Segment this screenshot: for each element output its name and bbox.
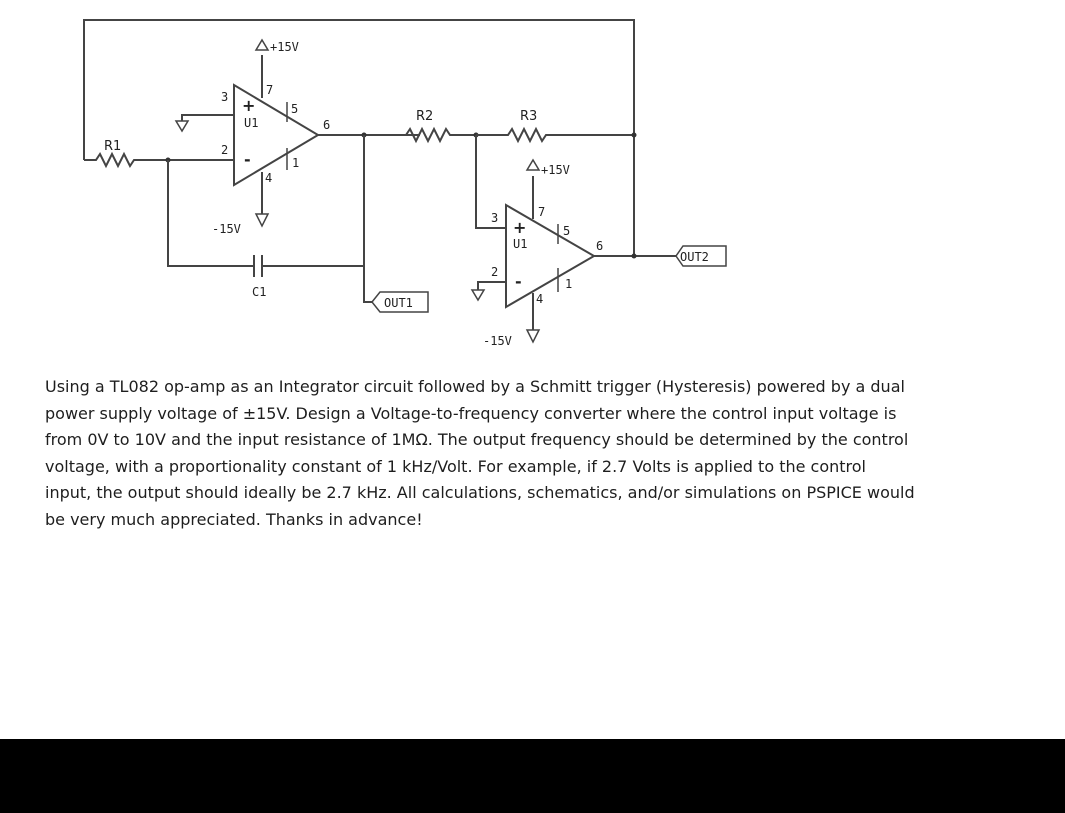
vneg-label-2: -15V: [483, 334, 512, 348]
r2-label: R2: [416, 109, 433, 124]
u1a-pin-3: 3: [221, 90, 228, 104]
u1b-pin-4: 4: [536, 292, 543, 306]
u1b-pin-5: 5: [563, 224, 570, 238]
out2-label: OUT2: [680, 250, 709, 264]
out1-port: [371, 291, 429, 313]
u1a-pin-4: 4: [265, 171, 272, 185]
resistor-r3: [476, 126, 634, 144]
vneg-label-1: -15V: [212, 222, 241, 236]
bottom-black-bar: [0, 739, 1065, 813]
vpos-label-2: +15V: [541, 163, 570, 177]
integrator-feedback-wire: [167, 160, 254, 267]
u1b-minus-sign: -: [515, 272, 522, 291]
resistor-r2: [405, 126, 476, 144]
out1-label: OUT1: [384, 296, 413, 310]
c1-label: C1: [252, 285, 266, 299]
feedback-wire: [83, 19, 635, 256]
r1-label: R1: [104, 139, 121, 154]
u1b-plus-sign: +: [513, 218, 526, 237]
r3-label: R3: [520, 109, 537, 124]
u1a-pin-6: 6: [323, 118, 330, 132]
ground-symbol-2: [470, 289, 486, 302]
capacitor-c1: [253, 255, 263, 277]
vneg-arrow-2: [525, 329, 541, 344]
vneg-arrow-1: [254, 213, 270, 228]
u1b-pin-7: 7: [538, 205, 545, 219]
vpos-label-1: +15V: [270, 40, 299, 54]
u1a-minus-sign: -: [244, 150, 251, 169]
question-text: Using a TL082 op-amp as an Integrator ci…: [45, 377, 915, 529]
u1a-label: U1: [244, 116, 258, 130]
u1a-pin-1: 1: [292, 156, 299, 170]
u1a-pin-7: 7: [266, 83, 273, 97]
u1a-pin-5: 5: [291, 102, 298, 116]
u1a-plus-sign: +: [242, 96, 255, 115]
vpos-arrow-1: [254, 38, 270, 51]
opamp-u1b: [505, 203, 596, 309]
u1a-pin-2: 2: [221, 143, 228, 157]
resistor-r1: [84, 151, 234, 169]
circuit-schematic: R1 C1 + - U1 3 2 7 5 6 1 4 +15V -15V R2 …: [83, 19, 727, 348]
vpos-arrow-2: [525, 158, 541, 171]
out2-port: [675, 245, 727, 267]
u1b-pin-2: 2: [491, 265, 498, 279]
u1b-pin-3: 3: [491, 211, 498, 225]
u1b-label: U1: [513, 237, 527, 251]
u1b-pin-6: 6: [596, 239, 603, 253]
u1b-pin-1: 1: [565, 277, 572, 291]
ground-symbol-1: [174, 120, 190, 133]
opamp-u1a: [233, 83, 320, 187]
